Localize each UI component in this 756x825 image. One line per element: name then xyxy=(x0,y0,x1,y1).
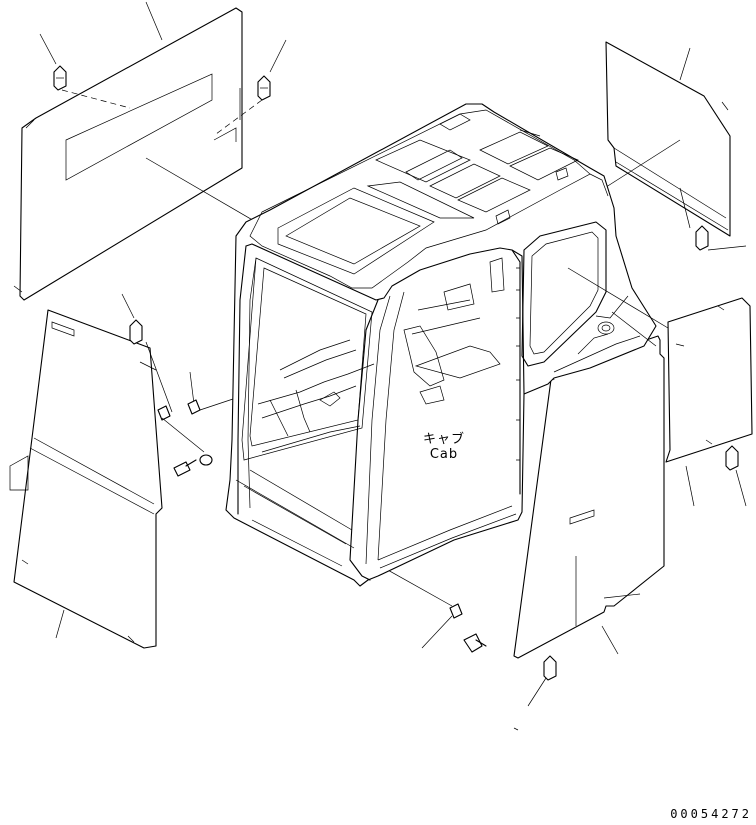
rear-upper-panel xyxy=(13,7,243,301)
cab-label-en: Cab xyxy=(429,447,459,462)
clip-fastener-2 xyxy=(257,75,271,101)
clip-fastener-5 xyxy=(725,445,739,471)
clip-fastener-1 xyxy=(53,65,67,91)
clip-small-left xyxy=(157,399,201,421)
bolt-front xyxy=(463,633,487,653)
clip-fastener-3 xyxy=(695,225,709,251)
catalog-number: 00054272 xyxy=(670,807,752,821)
bolt-left xyxy=(173,459,197,477)
right-upper-panel xyxy=(605,41,731,237)
cab-body xyxy=(225,103,657,587)
right-side-panel xyxy=(665,297,753,463)
clip-front-small xyxy=(449,603,463,619)
washer-left xyxy=(199,454,213,466)
left-side-panel xyxy=(9,309,163,649)
front-lower-panel xyxy=(513,335,665,659)
cab-label: キャブ Cab xyxy=(414,432,474,462)
cab-label-jp: キャブ xyxy=(422,432,465,447)
clip-fastener-6 xyxy=(543,655,557,681)
clip-fastener-4 xyxy=(129,319,143,345)
